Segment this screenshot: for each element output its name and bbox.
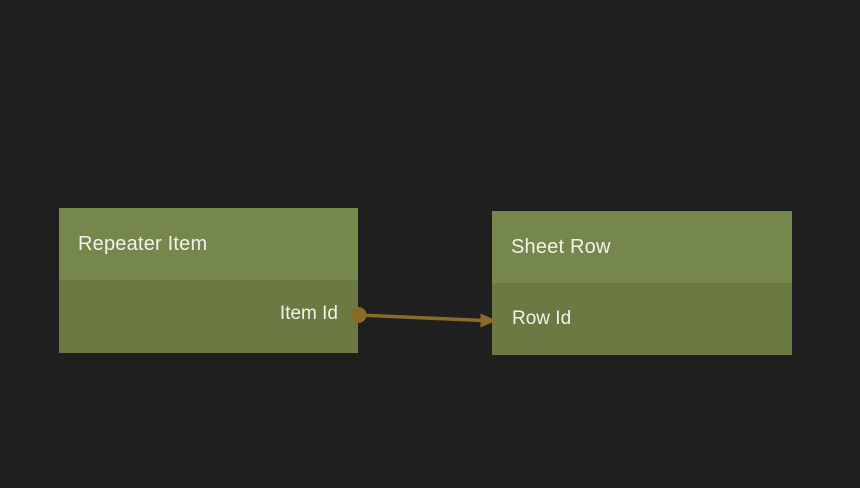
output-port-dot[interactable] [350, 307, 367, 323]
node-sheet-row-title: Sheet Row [511, 235, 611, 258]
node-repeater-item-body: Item Id [59, 280, 358, 353]
node-sheet-row-header[interactable]: Sheet Row [492, 211, 792, 283]
connection-line[interactable] [356, 313, 485, 323]
field-row-id[interactable]: Row Id [512, 308, 572, 329]
node-sheet-row-body: Row Id [492, 283, 792, 355]
field-item-id[interactable]: Item Id [279, 303, 338, 324]
node-sheet-row[interactable]: Sheet Row Row Id [492, 211, 792, 355]
node-repeater-item-title: Repeater Item [78, 232, 208, 255]
node-repeater-item[interactable]: Repeater Item Item Id [59, 208, 358, 353]
node-repeater-item-header[interactable]: Repeater Item [59, 208, 358, 280]
